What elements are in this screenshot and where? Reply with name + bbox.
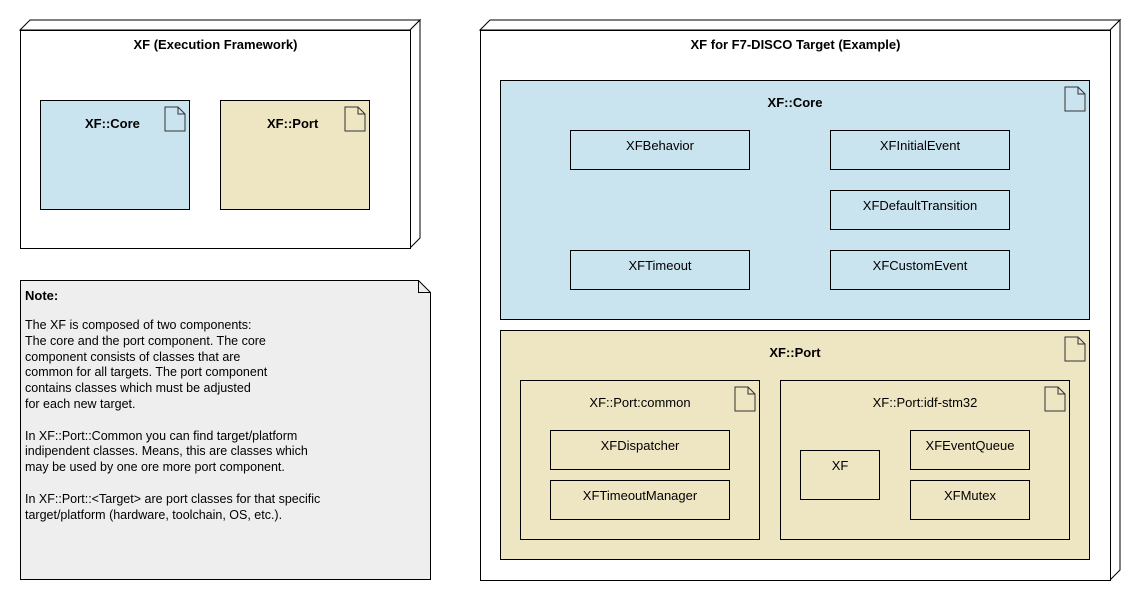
class-xfeventqueue[interactable]: XFEventQueue [910, 430, 1030, 470]
note-title: Note: [25, 288, 59, 303]
class-xftimeoutmanager[interactable]: XFTimeoutManager [550, 480, 730, 520]
note-shape [20, 280, 431, 580]
xf-core-package[interactable]: XF::Core [40, 100, 190, 210]
package-title: XF::Port:idf-stm32 [872, 395, 978, 410]
package-label: XF::Core [85, 116, 140, 131]
class-xftimeout[interactable]: XFTimeout [570, 250, 750, 290]
class-xfcustomevent[interactable]: XFCustomEvent [830, 250, 1010, 290]
class-xfbehavior[interactable]: XFBehavior [570, 130, 750, 170]
note[interactable]: Note: The XF is composed of two componen… [20, 280, 431, 580]
node-title: XF (Execution Framework) [133, 37, 298, 52]
class-xfdefaulttransition[interactable]: XFDefaultTransition [830, 190, 1010, 230]
package-title: XF::Port:common [589, 395, 691, 410]
document-icon [734, 386, 756, 412]
document-icon [164, 106, 186, 132]
package-title: XF::Core [767, 95, 823, 110]
xf-port-package[interactable]: XF::Port [220, 100, 370, 210]
package-label: XF::Port [267, 116, 319, 131]
document-icon [344, 106, 366, 132]
document-icon [1044, 386, 1066, 412]
class-xfinitialevent[interactable]: XFInitialEvent [830, 130, 1010, 170]
node-title: XF for F7-DISCO Target (Example) [690, 37, 901, 52]
package-title: XF::Port [769, 345, 821, 360]
class-xfmutex[interactable]: XFMutex [910, 480, 1030, 520]
note-text: The XF is composed of two components: Th… [25, 318, 321, 522]
document-icon [1064, 336, 1086, 362]
class-xfdispatcher[interactable]: XFDispatcher [550, 430, 730, 470]
document-icon [1064, 86, 1086, 112]
class-xf[interactable]: XF [800, 450, 880, 500]
